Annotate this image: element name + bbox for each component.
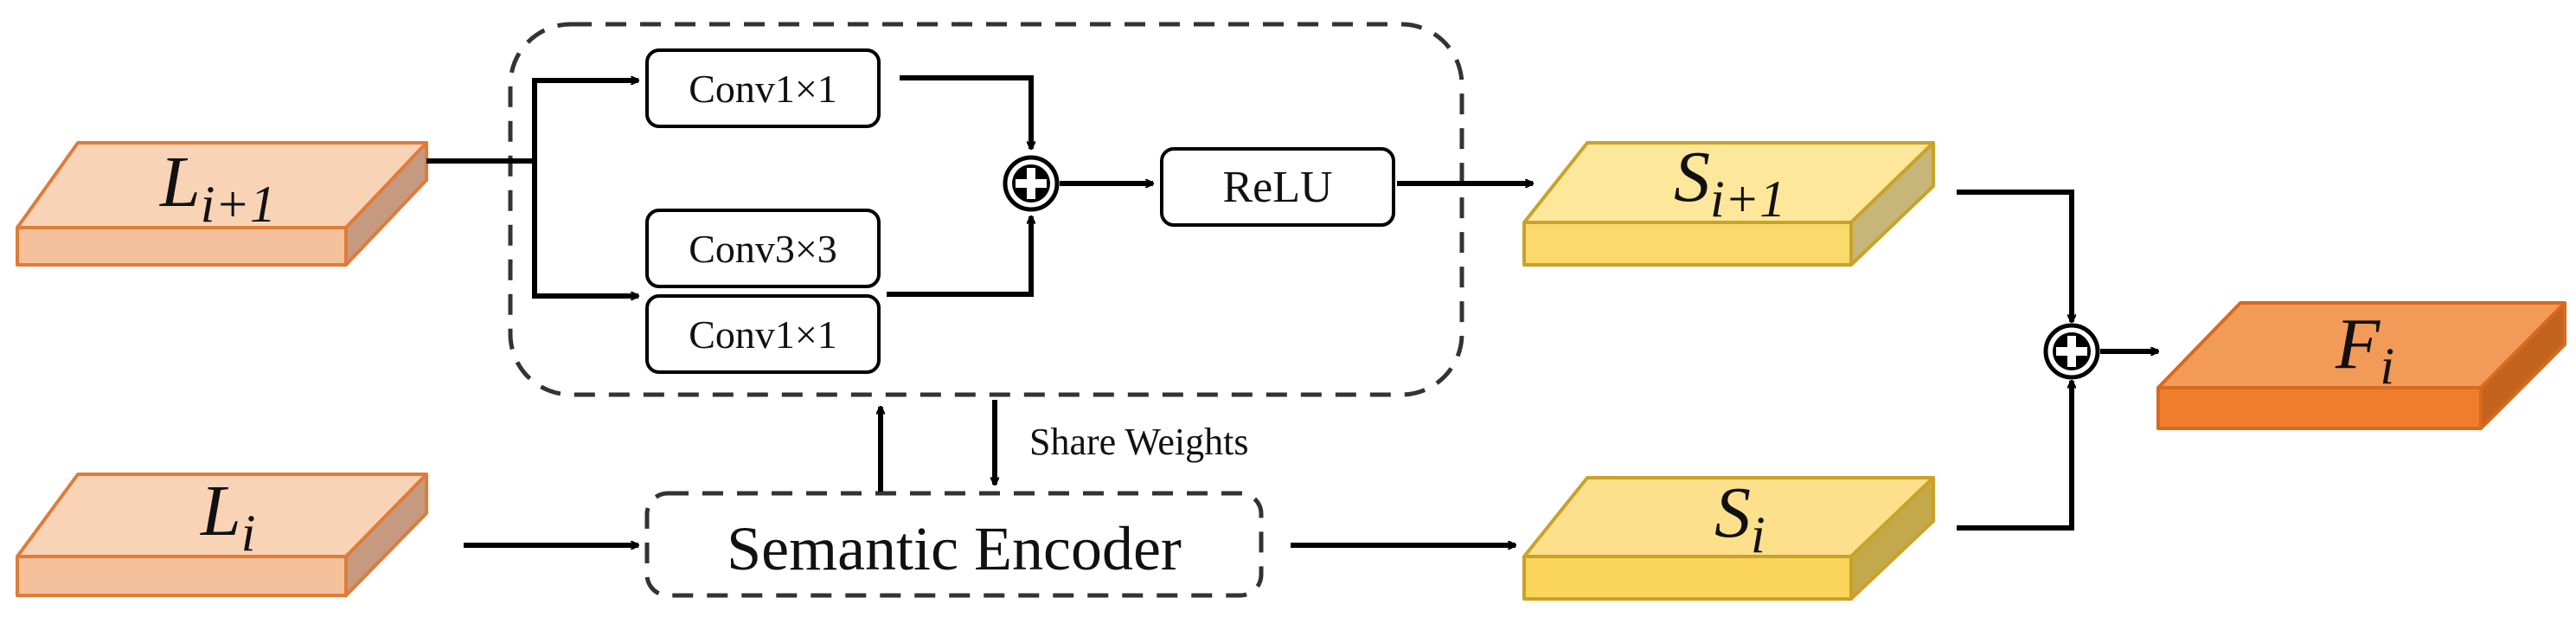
- tensor-l-i-symbol: L: [200, 471, 241, 551]
- conv1x1-bottom-block: Conv1×1: [645, 294, 881, 374]
- add-node-final-plus-v: [2067, 336, 2076, 367]
- semantic-encoder-label: Semantic Encoder: [727, 514, 1182, 583]
- tensor-s-next-subscript: i+1: [1710, 170, 1785, 228]
- conv1x1-top-block: Conv1×1: [645, 48, 881, 128]
- svg-text:Si: Si: [1714, 473, 1765, 563]
- tensor-s-next-symbol: S: [1674, 137, 1710, 217]
- share-weights-label: Share Weights: [1029, 421, 1249, 463]
- relu-label: ReLU: [1222, 163, 1332, 212]
- branch-to-conv3x3-arrow: [532, 161, 638, 296]
- shared-module-container: [508, 22, 1464, 397]
- svg-text:Li+1: Li+1: [159, 142, 276, 233]
- tensor-s-next-front: [1522, 221, 1853, 267]
- tensor-s-i-side: [1849, 476, 1935, 601]
- tensor-l-i-front: [16, 555, 348, 597]
- tensor-l-next-subscript: i+1: [201, 176, 276, 233]
- tensor-f-i: Fi: [2156, 301, 2566, 430]
- tensor-l-next: Li+1: [16, 141, 428, 267]
- add-node-module: [1003, 155, 1060, 212]
- svg-text:Li: Li: [200, 471, 255, 562]
- add-node-final: [2043, 323, 2100, 380]
- svg-text:Si+1: Si+1: [1674, 137, 1785, 228]
- branch-to-conv1x1-top-arrow: [532, 80, 638, 161]
- tensor-f-i-side: [2479, 301, 2566, 430]
- s-next-to-final-add-arrow: [1957, 190, 2072, 322]
- conv-bottom-to-add-arrow: [887, 216, 1031, 297]
- tensor-l-i-side: [344, 473, 428, 597]
- tensor-s-i: Si: [1522, 473, 1935, 601]
- conv1x1-bottom-label: Conv1×1: [689, 312, 837, 357]
- s-i-to-final-add-arrow: [1957, 381, 2072, 531]
- semantic-encoder-block: Semantic Encoder: [644, 491, 1264, 598]
- tensor-s-i-subscript: i: [1751, 506, 1765, 563]
- tensor-l-next-side: [344, 141, 428, 267]
- tensor-l-i: Li: [16, 471, 428, 597]
- tensor-s-i-symbol: S: [1714, 473, 1751, 553]
- tensor-l-next-front: [16, 226, 348, 267]
- tensor-s-next: Si+1: [1522, 137, 1935, 267]
- tensor-s-next-side: [1849, 141, 1935, 267]
- conv1x1-top-to-add-arrow: [900, 75, 1031, 149]
- tensor-s-i-front: [1522, 555, 1853, 601]
- svg-text:Fi: Fi: [2335, 304, 2394, 395]
- add-node-module-plus-v: [1027, 168, 1035, 199]
- tensor-l-next-symbol: L: [159, 142, 201, 222]
- relu-block: ReLU: [1160, 147, 1395, 227]
- tensor-f-i-front: [2156, 386, 2483, 430]
- conv3x3-block: Conv3×3: [645, 209, 881, 288]
- tensor-f-i-symbol: F: [2335, 304, 2381, 384]
- conv1x1-top-label: Conv1×1: [689, 67, 837, 111]
- tensor-f-i-subscript: i: [2380, 338, 2394, 395]
- tensor-l-i-subscript: i: [241, 505, 256, 562]
- conv3x3-label: Conv3×3: [689, 227, 837, 271]
